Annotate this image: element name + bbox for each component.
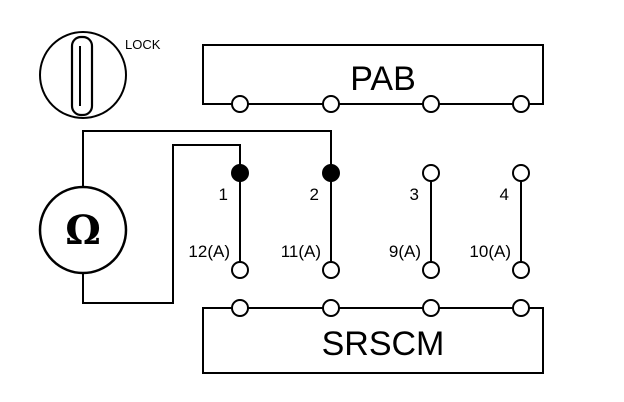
pab-terminal: [231, 95, 249, 113]
pab-terminal: [512, 95, 530, 113]
terminal-9a: [422, 261, 440, 279]
pin-label-11a: 11(A): [281, 242, 321, 261]
jumper-3: [422, 164, 440, 279]
probe-point-2: [322, 164, 340, 182]
pab-terminal: [322, 95, 340, 113]
connector-jumpers: [231, 164, 530, 279]
jumper-1: [231, 164, 249, 279]
srscm-terminals: [231, 299, 530, 317]
meter-lead-to-pin-1: [82, 144, 241, 304]
terminal-12a: [231, 261, 249, 279]
terminal-11a: [322, 261, 340, 279]
terminal-3: [422, 164, 440, 182]
srscm-terminal: [231, 299, 249, 317]
pin-label-2: 2: [310, 185, 319, 204]
pin-label-3: 3: [410, 185, 419, 204]
terminal-4: [512, 164, 530, 182]
srscm-terminal: [422, 299, 440, 317]
lock-label: LOCK: [125, 37, 161, 52]
pin-label-9a: 9(A): [389, 242, 421, 261]
srscm-terminal: [512, 299, 530, 317]
probe-point-1: [231, 164, 249, 182]
jumper-2: [322, 164, 340, 279]
pab-terminals: [231, 95, 530, 113]
pab-label: PAB: [350, 60, 416, 98]
meter-lead-to-pin-2: [82, 130, 332, 187]
terminal-10a: [512, 261, 530, 279]
srscm-terminal: [322, 299, 340, 317]
srscm-label: SRSCM: [322, 325, 445, 363]
ignition-lock-icon: [39, 31, 127, 119]
pin-label-1: 1: [219, 185, 228, 204]
jumper-4: [512, 164, 530, 279]
pin-label-4: 4: [500, 185, 509, 204]
ohm-symbol: Ω: [65, 207, 101, 254]
pab-terminal: [422, 95, 440, 113]
pin-label-12a: 12(A): [188, 242, 230, 261]
meter-lead-wires: [82, 130, 332, 304]
pin-label-10a: 10(A): [469, 242, 511, 261]
